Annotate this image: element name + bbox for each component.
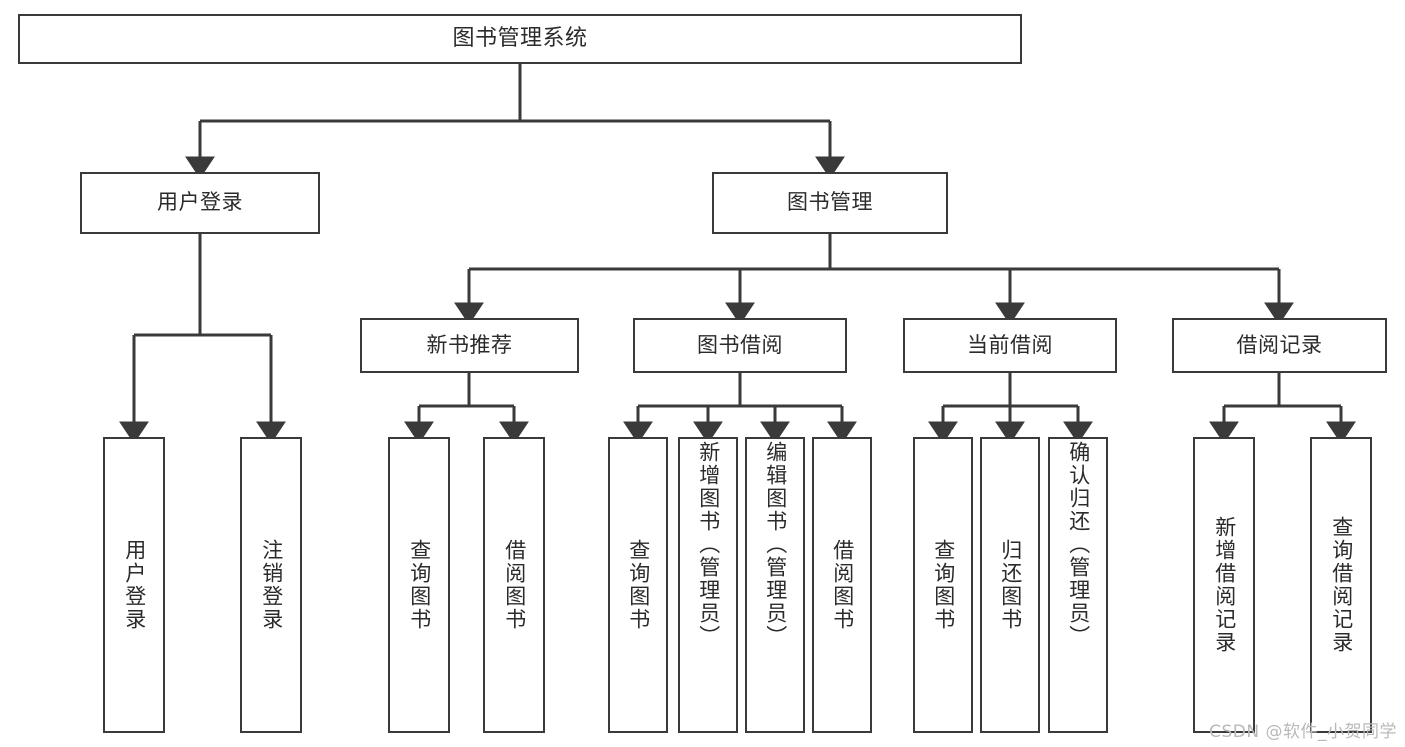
leaf-add-borrow-record[interactable]: 新增借阅记录 <box>1193 437 1255 733</box>
node-new-book-recommendation[interactable]: 新书推荐 <box>360 318 579 373</box>
edge-group-book-manage <box>454 234 1294 325</box>
leaf-user-login[interactable]: 用户登录 <box>103 437 165 733</box>
leaf-borrow-book-recommendation[interactable]: 借阅图书 <box>483 437 545 733</box>
leaf-edit-book-admin[interactable]: 编辑图书（管理员） <box>745 437 805 733</box>
leaf-query-borrow-record[interactable]: 查询借阅记录 <box>1310 437 1372 733</box>
leaf-add-book-admin[interactable]: 新增图书（管理员） <box>678 437 738 733</box>
leaf-logout-login[interactable]: 注销登录 <box>240 437 302 733</box>
edge-group-current-borrow <box>928 373 1093 444</box>
node-borrow-record[interactable]: 借阅记录 <box>1172 318 1387 373</box>
node-user-login[interactable]: 用户登录 <box>80 172 320 234</box>
leaf-return-book[interactable]: 归还图书 <box>980 437 1040 733</box>
node-book-borrow[interactable]: 图书借阅 <box>633 318 847 373</box>
leaf-borrow-book[interactable]: 借阅图书 <box>812 437 872 733</box>
edge-group-borrow-record <box>1209 373 1356 444</box>
node-current-borrow[interactable]: 当前借阅 <box>903 318 1117 373</box>
node-root[interactable]: 图书管理系统 <box>18 14 1022 64</box>
leaf-confirm-return-admin[interactable]: 确认归还（管理员） <box>1048 437 1108 733</box>
leaf-query-book-recommendation[interactable]: 查询图书 <box>388 437 450 733</box>
node-book-manage[interactable]: 图书管理 <box>712 172 948 234</box>
edge-group-new-book-rec <box>404 373 529 444</box>
edge-group-root <box>185 64 845 179</box>
edge-group-user-login <box>119 234 286 444</box>
csdn-watermark: CSDN @软件_小贺同学 <box>1209 722 1397 742</box>
leaf-query-book-borrow[interactable]: 查询图书 <box>608 437 668 733</box>
leaf-query-book-current[interactable]: 查询图书 <box>913 437 973 733</box>
edge-group-book-borrow <box>623 373 857 444</box>
